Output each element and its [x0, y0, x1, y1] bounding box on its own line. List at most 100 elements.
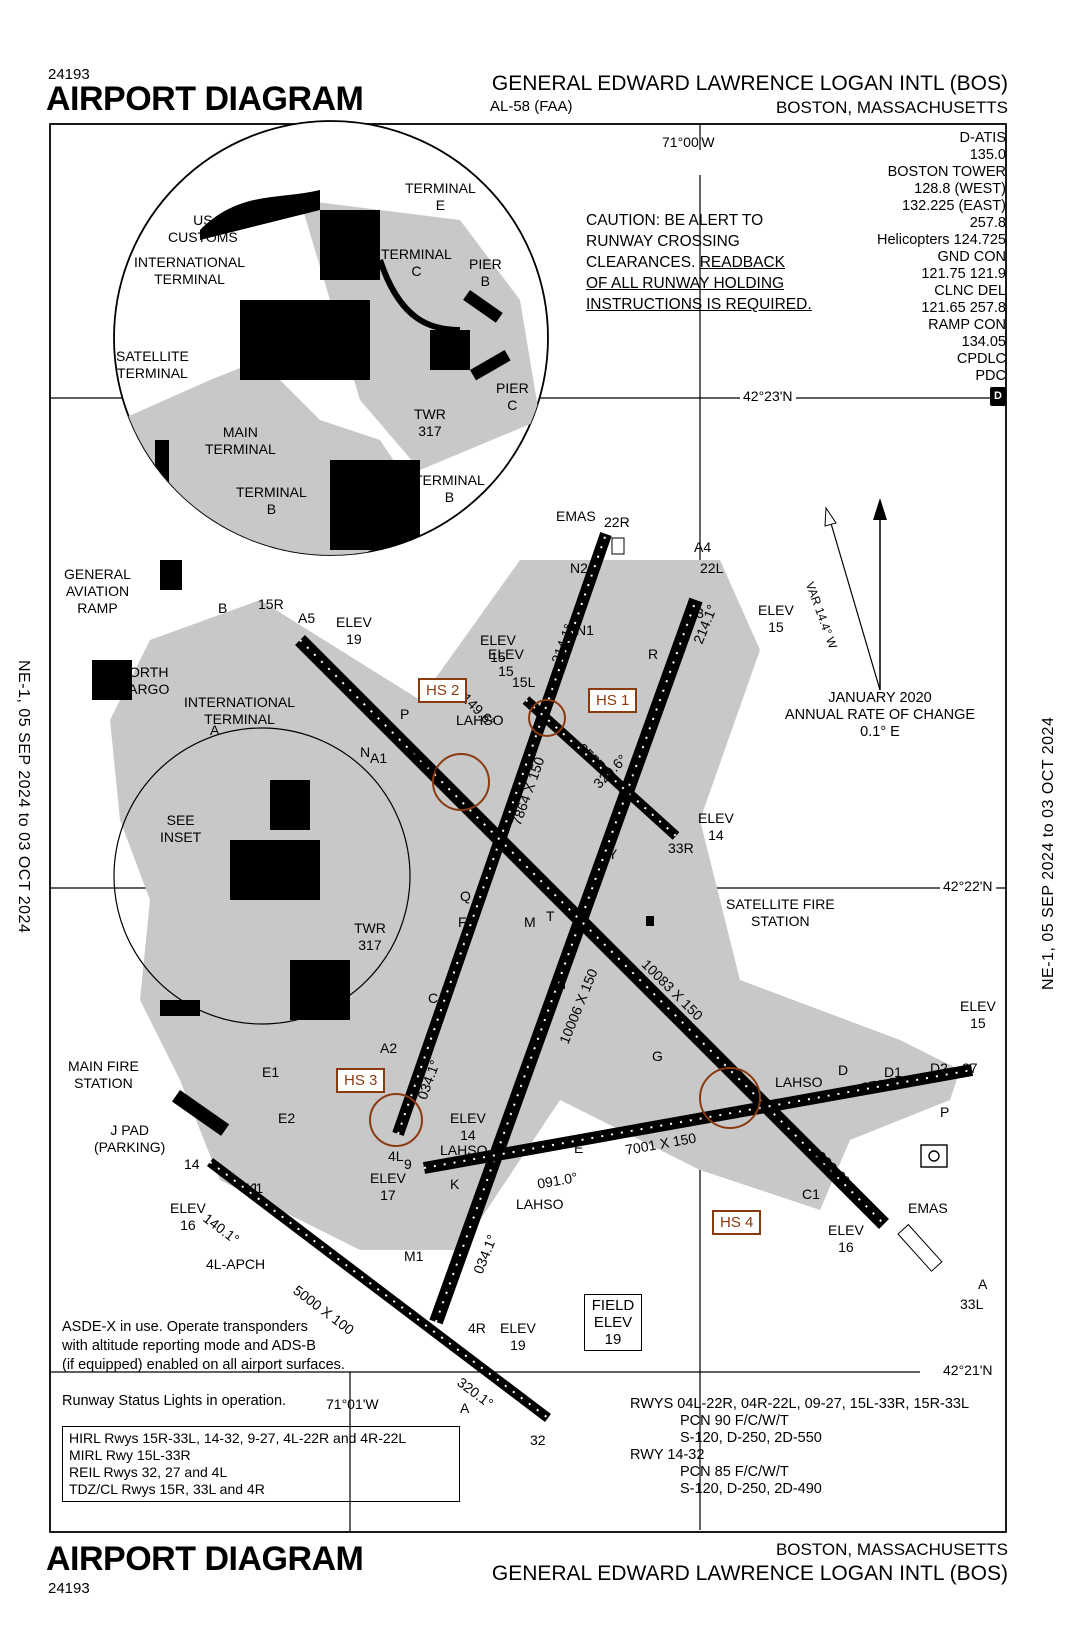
runway-end-32: 32: [530, 1432, 546, 1448]
a-label: A: [460, 1400, 470, 1416]
runway-elev: ELEV 15: [758, 602, 794, 635]
frequency-line: 121.75 121.9: [921, 266, 1006, 282]
effective-dates-left: NE-1, 05 SEP 2024 to 03 OCT 2024: [15, 660, 32, 934]
inset-terminal-c: TERMINAL C: [381, 246, 452, 279]
buildings: [92, 560, 654, 1136]
runway-end-15L: 15L: [512, 674, 536, 690]
lat-3: 42°21'N: [940, 1362, 996, 1378]
lat-2: 42°22'N: [940, 878, 996, 894]
a5-label: A5: [298, 610, 316, 626]
hs3-circle: [369, 1093, 423, 1147]
taxiway-label-A: A: [210, 722, 220, 738]
footer-location: BOSTON, MASSACHUSETTS: [775, 1540, 1008, 1559]
frequency-line: BOSTON TOWER: [887, 164, 1006, 180]
effective-dates-right: NE-1, 05 SEP 2024 to 03 OCT 2024: [1040, 716, 1057, 990]
pavement-weights: S-120, D-250, 2D-490: [680, 1481, 822, 1497]
caution-readback: INSTRUCTIONS IS REQUIRED.: [586, 296, 812, 313]
taxiway-label-C: C: [428, 990, 439, 1006]
taxiway-label-N1: N1: [576, 622, 594, 638]
hot-spot-4: HS 4: [712, 1210, 762, 1235]
windsock-icon: [920, 1144, 948, 1168]
runway-end-33R: 33R: [668, 840, 694, 856]
taxiway-label-N2: N2: [570, 560, 588, 576]
runway-centerline-14-32: [209, 1161, 549, 1419]
inset-tower: TWR 317: [414, 406, 446, 439]
asde-note: ASDE-X in use. Operate transponders with…: [62, 1318, 345, 1375]
inset-terminal-e: TERMINAL E: [405, 180, 476, 213]
frequency-line: GND CON: [937, 249, 1006, 265]
frequency-line: 132.225 (EAST): [902, 198, 1006, 214]
taxiway-label-H: H: [556, 976, 567, 992]
pavement-rwys: RWYS 04L-22R, 04R-22L, 09-27, 15L-33R, 1…: [630, 1396, 970, 1412]
lighting-box: HIRL Rwys 15R-33L, 14-32, 9-27, 4L-22R a…: [62, 1426, 460, 1502]
symbols: [920, 1144, 948, 1168]
taxiway-label-J: J: [250, 1180, 257, 1196]
lighting-line: TDZ/CL Rwys 15R, 33L and 4R: [69, 1481, 265, 1497]
airport-pavement: [110, 560, 960, 1250]
caution-line: CLEARANCES.: [586, 254, 696, 271]
runway-end-22L: 22L: [700, 560, 724, 576]
hs2-circle: [432, 753, 490, 811]
north-arrow: [824, 498, 887, 691]
inset-us-customs: US CUSTOMS: [168, 212, 238, 245]
taxiway-label-M1: M1: [404, 1248, 424, 1264]
footer-chart-number: 24193: [48, 1580, 90, 1597]
cpdlc-badge: D: [990, 387, 1006, 406]
inset-international-terminal: INTERNATIONAL TERMINAL: [134, 254, 245, 287]
north-cargo-label: NORTH CARGO: [118, 664, 170, 697]
runway-end-4R: 4R: [468, 1320, 486, 1336]
runway-elev: ELEV 15: [488, 646, 524, 679]
field-elevation-box: FIELD ELEV 19: [584, 1294, 642, 1351]
airport-location: BOSTON, MASSACHUSETTS: [775, 98, 1008, 117]
frequency-line: 134.05: [961, 334, 1006, 350]
international-terminal-label: INTERNATIONAL TERMINAL: [184, 694, 295, 727]
satellite-fire-building: [646, 916, 654, 926]
runway-end-4L: 4L: [388, 1148, 404, 1164]
taxiway-label-N3: N3: [686, 605, 704, 621]
runway-end-22R: 22R: [604, 514, 630, 530]
runway-elev: ELEV 16: [828, 1222, 864, 1255]
frequency-line: 257.8: [969, 215, 1006, 231]
runway-9-27: [422, 1064, 974, 1174]
hs1-circle: [528, 699, 566, 737]
runway-end-15R: 15R: [258, 596, 284, 612]
taxiway-label-B: B: [218, 600, 228, 616]
taxiway-label-D2: D2: [930, 1060, 948, 1076]
field-elev-value: 19: [604, 1331, 622, 1348]
runway-elev: ELEV 16: [170, 1200, 206, 1233]
chart-frame: [49, 123, 1007, 1533]
j-pad-label: J PAD (PARKING): [94, 1122, 166, 1155]
runway-elev: ELEV 15: [960, 998, 996, 1031]
taxiway-label-E2: E2: [278, 1110, 296, 1126]
magvar-date: JANUARY 2020: [828, 690, 932, 706]
lighting-line: REIL Rwys 32, 27 and 4L: [69, 1464, 228, 1480]
footer-title: AIRPORT DIAGRAM: [46, 1540, 364, 1578]
runway-elev: ELEV 17: [370, 1170, 406, 1203]
frequency-line: 121.65 257.8: [921, 300, 1006, 316]
hot-spot-3: HS 3: [336, 1068, 386, 1093]
taxiway-label-Q: Q: [460, 888, 471, 904]
lighting-line: HIRL Rwys 15R-33L, 14-32, 9-27, 4L-22R a…: [69, 1430, 407, 1446]
caution-note: CAUTION: BE ALERT TO RUNWAY CROSSING CLE…: [586, 210, 812, 315]
frequency-line: RAMP CON: [928, 317, 1006, 333]
hot-spot-circles: [369, 699, 761, 1147]
magvar-rate: 0.1° E: [860, 724, 900, 740]
caution-line: CAUTION: BE ALERT TO: [586, 212, 764, 229]
procedure-id: AL-58 (FAA): [490, 98, 573, 115]
lahso-label: LAHSO: [775, 1074, 823, 1090]
a4-label: A4: [694, 539, 712, 555]
runways: [206, 532, 974, 1422]
taxiway-label-N: N: [360, 744, 371, 760]
hs4-circle: [699, 1067, 761, 1129]
taxiway-label-G: G: [652, 1048, 663, 1064]
inset-pier-b: PIER B: [469, 256, 502, 289]
approach-lights: [611, 537, 943, 1272]
taxiway-label-E1: E1: [262, 1064, 280, 1080]
caution-readback: READBACK: [699, 254, 785, 271]
lat-1: 42°23'N: [740, 388, 796, 404]
hot-spot-1: HS 1: [588, 688, 638, 713]
ga-ramp-building: [160, 560, 182, 590]
runway-elev: ELEV 19: [336, 614, 372, 647]
pavement-pcn: PCN 90 F/C/W/T: [680, 1413, 789, 1429]
